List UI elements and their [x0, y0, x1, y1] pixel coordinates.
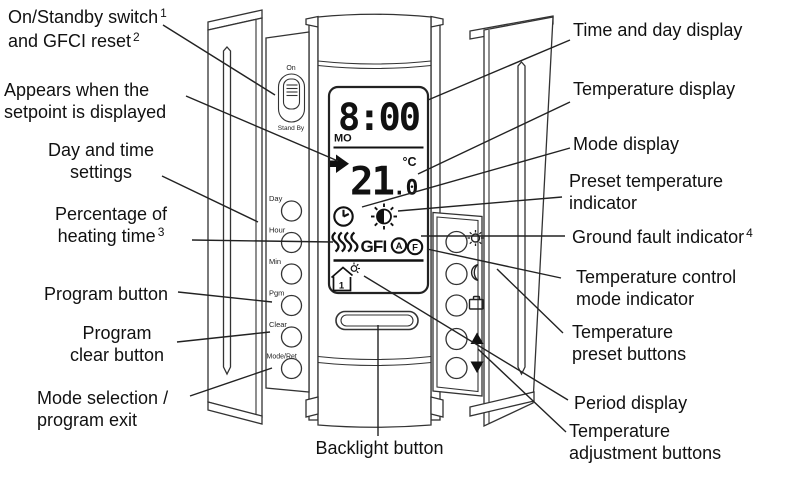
period-house-icon: 1 — [330, 262, 360, 292]
mode-ret-button-label: Mode/Ret — [267, 354, 297, 361]
leader-mode-display — [361, 147, 571, 208]
switch-on-label: On — [286, 65, 295, 72]
switch-knob[interactable] — [282, 78, 301, 110]
callout-time-day-display: Time and day display — [573, 20, 743, 40]
control-mode-a-icon: A — [390, 237, 408, 254]
left-door-handle-slot — [222, 46, 232, 376]
leader-period-display — [363, 275, 569, 401]
svg-text:A: A — [396, 241, 403, 252]
sun-icon — [467, 230, 484, 246]
center-right-ear — [430, 15, 444, 28]
callout-preset-temperature-indicator: Preset temperature indicator — [569, 171, 724, 213]
callout-temperature-control-mode: Temperature control mode indicator — [576, 267, 737, 309]
callout-day-time-settings: Day and time settings — [47, 140, 155, 182]
cap-band-line — [317, 60, 432, 65]
setpoint-arrow-icon — [330, 154, 349, 173]
svg-text:F: F — [412, 243, 418, 254]
temperature-display: 21 — [350, 160, 393, 205]
control-mode-f-icon: F — [406, 238, 424, 256]
temperature-decimal: .0 — [393, 176, 418, 200]
callout-program-clear-button: Program clear button — [69, 323, 165, 365]
down-arrow-icon — [470, 361, 484, 373]
leader-heating-percentage — [191, 239, 334, 243]
leader-on-standby — [162, 24, 276, 96]
switch-standby-label: Stand By — [278, 125, 305, 132]
hour-button-label: Hour — [269, 226, 286, 235]
chin-line — [317, 355, 432, 361]
left-door-face — [207, 17, 263, 418]
callout-temperature-display: Temperature display — [573, 79, 736, 99]
clear-button[interactable] — [280, 326, 303, 348]
frame-strip-left — [308, 19, 319, 421]
clear-button-label: Clear — [269, 320, 287, 329]
day-button[interactable] — [280, 200, 303, 222]
callout-temperature-preset-buttons: Temperature preset buttons — [572, 322, 687, 364]
svg-text:1: 1 — [339, 281, 345, 292]
leader-temperature-display — [417, 101, 571, 175]
leader-adjustment-buttons — [477, 348, 567, 433]
preset-away-button[interactable] — [445, 294, 468, 317]
min-button-label: Min — [269, 257, 281, 266]
day-display: MO — [334, 133, 352, 145]
preset-sun-icon — [371, 203, 397, 230]
callout-program-button: Program button — [44, 284, 169, 304]
briefcase-icon — [468, 295, 484, 310]
right-door — [469, 15, 554, 428]
left-foot — [305, 396, 319, 418]
time-display: 8:00 — [338, 96, 420, 139]
leader-day-time — [161, 175, 259, 223]
right-foot — [430, 396, 444, 418]
leader-lines — [161, 24, 571, 436]
preset-night-button[interactable] — [445, 262, 468, 286]
left-door — [207, 9, 263, 425]
leader-preset-buttons — [496, 268, 564, 334]
min-button[interactable] — [280, 263, 303, 285]
left-door-bottom-bar — [207, 401, 263, 425]
left-button-panel: On Stand By Day Hour Min Pgm Clear Mode/… — [265, 31, 310, 393]
pgm-button[interactable] — [280, 294, 303, 317]
up-arrow-icon — [470, 332, 484, 344]
leader-setpoint — [185, 95, 339, 162]
clock-icon — [333, 206, 354, 227]
temperature-unit: °C — [403, 155, 417, 169]
leader-program-button — [177, 291, 273, 303]
leader-control-mode — [426, 248, 562, 279]
right-door-handle-slot — [517, 61, 526, 376]
preset-comfort-button[interactable] — [445, 230, 468, 254]
mode-ret-button[interactable] — [280, 357, 303, 380]
day-button-label: Day — [269, 194, 283, 203]
heating-waves-icon — [331, 231, 359, 253]
power-switch[interactable]: On Stand By — [277, 65, 306, 132]
leader-program-clear — [176, 331, 271, 343]
switch-recess — [277, 73, 306, 123]
backlight-button[interactable] — [335, 310, 419, 331]
center-column: 8:00 MO 21 .0 °C — [305, 13, 444, 428]
callout-setpoint-indicator: Appears when the setpoint is displayed — [4, 80, 167, 122]
callout-period-display: Period display — [574, 393, 688, 413]
gfi-indicator: GFI — [361, 237, 387, 256]
chin-line — [317, 361, 432, 367]
moon-icon — [470, 263, 479, 282]
callout-backlight-button: Backlight button — [315, 438, 444, 458]
cap-band-line — [317, 64, 432, 70]
lcd-display: 8:00 MO 21 .0 °C — [327, 85, 430, 295]
leader-time-day-display — [427, 39, 571, 101]
leader-preset-indicator — [397, 196, 563, 212]
leader-mode-selection — [189, 367, 273, 397]
right-panel-inner-border — [436, 216, 479, 393]
temperature-down-button[interactable] — [445, 356, 468, 380]
hour-button[interactable] — [280, 231, 303, 254]
pgm-button-label: Pgm — [269, 289, 284, 298]
center-left-ear — [305, 15, 319, 28]
callout-mode-selection: Mode selection / program exit — [37, 388, 169, 430]
callout-mode-display: Mode display — [573, 134, 680, 154]
right-button-panel — [432, 211, 484, 397]
callout-temperature-adjustment-buttons: Temperature adjustment buttons — [569, 421, 722, 463]
